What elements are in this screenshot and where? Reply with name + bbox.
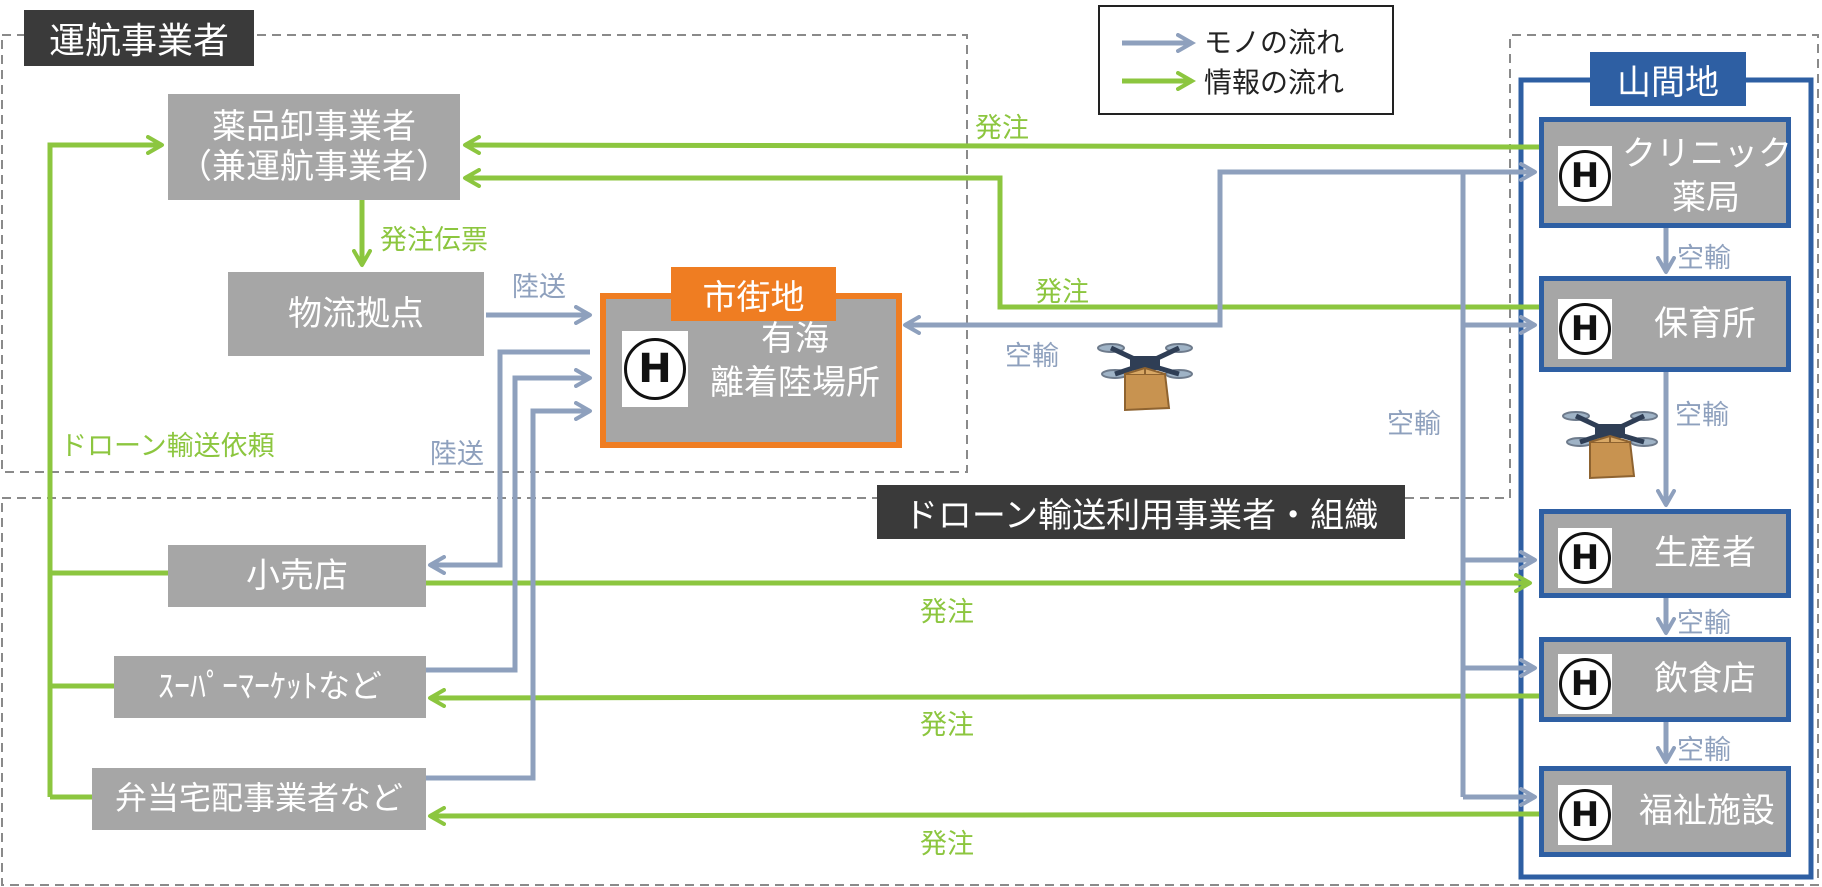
nursery-to-producer-air-label: 空輸 [1675, 400, 1729, 431]
wholesaler-name: 薬品卸事業者 [212, 106, 416, 147]
restaurant-order-arrow [428, 687, 1541, 708]
retail-order-label: 発注 [920, 597, 974, 628]
heliport-line1: 有海 [761, 319, 829, 359]
city-group-label: 市街地 [671, 267, 836, 321]
legend-swatches [1122, 33, 1197, 91]
heliport-icon: H [1558, 785, 1612, 845]
welfare-node: H 福祉施設 [1539, 766, 1791, 857]
nursery-order-arrow [463, 168, 1540, 310]
producer-to-restaurant-air-label: 空輸 [1677, 608, 1731, 639]
drone-with-package-icon [1562, 411, 1658, 480]
producer-label: 生産者 [1654, 533, 1756, 573]
land-transport-label: 陸送 [512, 272, 566, 303]
clinic-order-arrow [463, 135, 1541, 156]
heliport-icon: H [622, 331, 688, 407]
operator-group-label: 運航事業者 [24, 10, 254, 66]
legend: モノの流れ 情報の流れ [1098, 5, 1394, 115]
clinic-line2: 薬局 [1672, 178, 1740, 218]
retail-node: 小売店 [168, 545, 426, 607]
restaurant-to-welfare-air-label: 空輸 [1677, 735, 1731, 766]
welfare-label: 福祉施設 [1639, 791, 1775, 831]
producer-node: H 生産者 [1539, 509, 1791, 598]
land-transport-label-2: 陸送 [430, 439, 484, 470]
users-group-label: ドローン輸送利用事業者・組織 [877, 485, 1405, 539]
clinic-node: H クリニック 薬局 [1539, 117, 1792, 228]
heliport-icon: H [1558, 146, 1612, 206]
bento-node: 弁当宅配事業者など [92, 768, 426, 830]
restaurant-order-label: 発注 [920, 710, 974, 741]
drone-request-label: ドローン輸送依頼 [60, 431, 275, 462]
restaurant-label: 飲食店 [1654, 659, 1756, 699]
supermarket-to-heliport-arrow [426, 368, 592, 673]
legend-info-label: 情報の流れ [1204, 66, 1345, 99]
heliport-icon: H [1558, 528, 1612, 588]
logistics-node: 物流拠点 [228, 272, 484, 356]
nursery-label: 保育所 [1654, 304, 1756, 344]
mountain-group-label: 山間地 [1590, 52, 1746, 106]
clinic-to-nursery-air-label: 空輸 [1677, 243, 1731, 274]
trunk-air-label: 空輸 [1387, 409, 1441, 440]
city-heliport-name: 有海 離着陸場所 [692, 317, 898, 405]
heliport-icon: H [1558, 299, 1612, 359]
restaurant-node: H 飲食店 [1539, 637, 1791, 722]
legend-goods-label: モノの流れ [1204, 26, 1345, 59]
bento-to-heliport-arrow [426, 401, 592, 781]
heliport-icon: H [1558, 654, 1612, 714]
supermarket-node: ｽｰﾊﾟｰﾏｰｹｯﾄなど [114, 656, 426, 718]
order-slip-label: 発注伝票 [380, 225, 488, 256]
wholesaler-node: 薬品卸事業者 （兼運航事業者） [168, 94, 460, 200]
heliport-line2: 離着陸場所 [710, 363, 880, 404]
drone-request-bus [47, 135, 164, 797]
mountain-group-frame [1, 34, 1819, 886]
operator-group-frame [1, 34, 968, 473]
clinic-order-label: 発注 [975, 113, 1029, 144]
nursery-node: H 保育所 [1539, 276, 1791, 372]
drone-with-package-icon [1097, 343, 1193, 412]
nursery-order-label: 発注 [1035, 277, 1089, 308]
wholesaler-role: （兼運航事業者） [178, 147, 450, 187]
welfare-order-arrow [428, 805, 1541, 826]
clinic-line1: クリニック [1622, 134, 1792, 174]
heliport-to-retail-arrow [428, 349, 590, 575]
heliport-air-label: 空輸 [1005, 341, 1059, 372]
heliport-air-link [903, 162, 1537, 335]
welfare-order-label: 発注 [920, 829, 974, 860]
